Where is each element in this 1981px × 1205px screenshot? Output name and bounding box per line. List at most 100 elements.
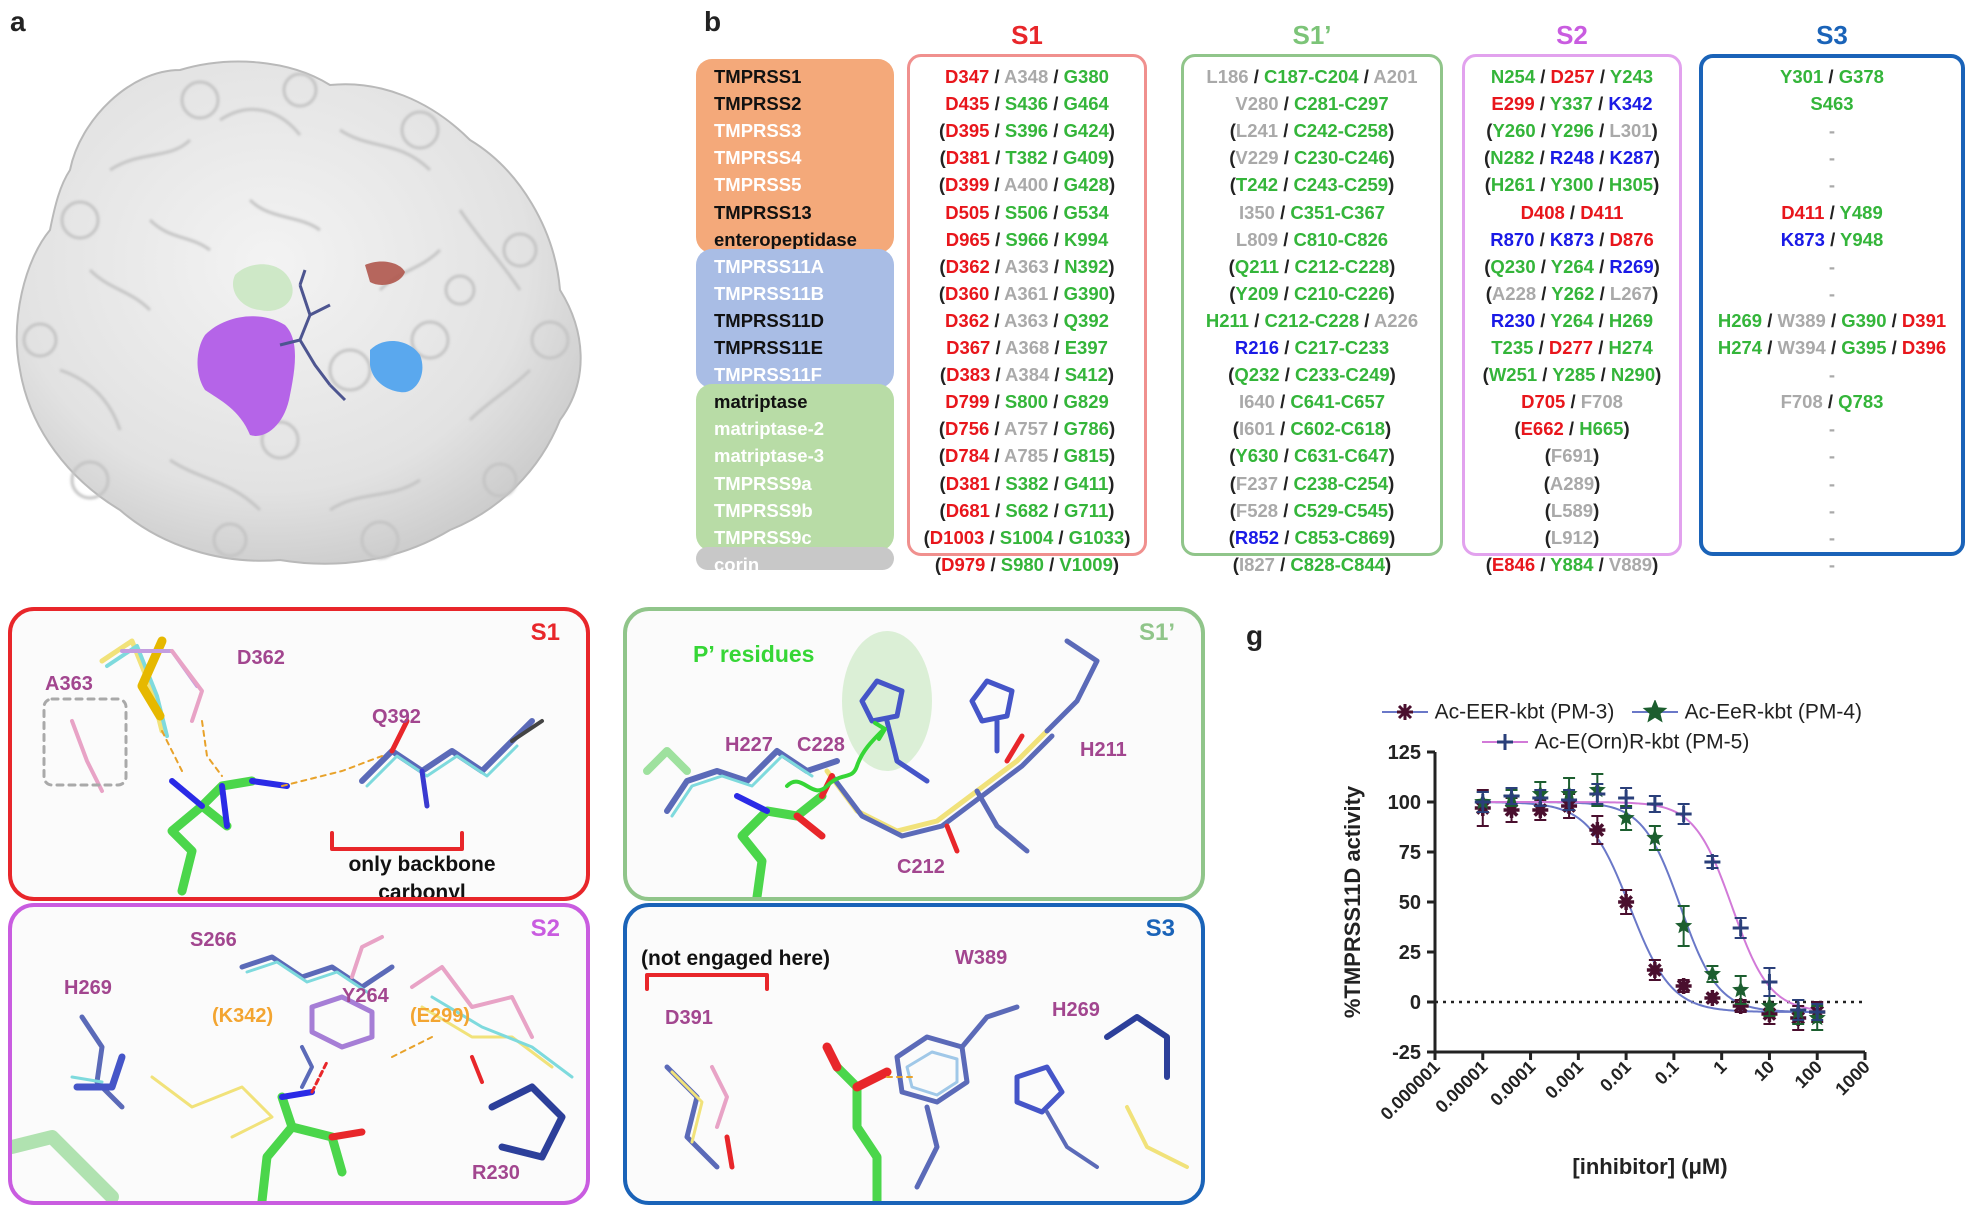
s3-pocket <box>370 340 423 393</box>
family-group-2 <box>696 248 894 389</box>
residue: A289 <box>1549 472 1595 494</box>
separator: ) <box>1593 445 1600 467</box>
separator: ( <box>1229 445 1236 467</box>
residue-row: D435 / S436 / G464 <box>907 90 1147 117</box>
residue: A363 <box>1004 255 1049 277</box>
data-point <box>1704 854 1721 870</box>
data-point <box>1618 894 1635 910</box>
separator: / <box>989 391 1005 413</box>
residue-row: (Y630 / C631-C647) <box>1181 442 1443 469</box>
residue: - <box>1828 553 1836 575</box>
residue-row: - <box>1699 442 1965 469</box>
separator: / <box>1886 309 1902 331</box>
separator: / <box>1053 526 1069 548</box>
residue: R852 <box>1234 526 1280 548</box>
separator: / <box>1048 201 1064 223</box>
panel-d-box: S1’ P’ residues H227 C228 H211 C212 <box>623 607 1205 901</box>
separator: / <box>1048 499 1065 521</box>
residue: Y300 <box>1550 174 1594 196</box>
label-h269-f: H269 <box>1052 999 1100 1021</box>
residue: G424 <box>1063 120 1109 142</box>
separator: / <box>1565 391 1581 413</box>
separator: / <box>1593 120 1610 142</box>
data-point <box>1732 920 1749 936</box>
data-point <box>1532 790 1549 806</box>
residue-row: L809 / C810-C826 <box>1181 226 1443 253</box>
residue: D362 <box>945 255 990 277</box>
x-axis-label: [inhibitor] (μM) <box>1572 1154 1727 1179</box>
separator: / <box>1593 553 1609 575</box>
residue-row: D705 / F708 <box>1462 388 1682 415</box>
residue: R216 <box>1234 337 1280 358</box>
residue: C828-C844 <box>1290 553 1386 575</box>
separator: / <box>1274 553 1291 575</box>
residue: G380 <box>1063 66 1109 87</box>
data-point <box>1532 802 1549 818</box>
separator: ( <box>1543 472 1550 494</box>
y-tick-label: 100 <box>1388 792 1421 814</box>
residue-row: (D681 / S682 / G711) <box>907 497 1147 524</box>
residue-row: D965 / S966 / K994 <box>907 226 1147 253</box>
family-member: TMPRSS3 <box>714 120 802 142</box>
separator: ) <box>1388 472 1395 494</box>
data-point <box>1732 998 1749 1014</box>
x-tick-label: 0.0001 <box>1486 1057 1539 1110</box>
residue-row: (D395 / S396 / G424) <box>907 117 1147 144</box>
separator: / <box>1048 418 1064 440</box>
data-point <box>1703 965 1721 982</box>
residue: Y243 <box>1609 66 1654 87</box>
separator: / <box>1049 337 1065 358</box>
separator: ( <box>1232 553 1239 575</box>
residue-row: - <box>1699 280 1965 307</box>
residue-row: I350 / C351-C367 <box>1181 199 1443 226</box>
residue: E299 <box>1491 93 1535 115</box>
residue: C853-C869 <box>1294 526 1390 548</box>
separator: / <box>1279 255 1295 277</box>
separator: ) <box>1653 147 1660 169</box>
separator: / <box>989 499 1006 521</box>
s2-column-box <box>1462 54 1682 556</box>
residue-row: - <box>1699 551 1965 578</box>
s3-column-box <box>1699 54 1965 556</box>
separator: ) <box>1385 418 1392 440</box>
residue-row: - <box>1699 524 1965 551</box>
label-q392: Q392 <box>372 706 421 728</box>
separator: / <box>990 337 1006 358</box>
chart-legend: Ac-EER-kbt (PM-3) Ac-EeR-kbt (PM-4) Ac-E… <box>1380 699 1940 770</box>
separator: / <box>1594 228 1610 250</box>
separator: ) <box>1108 445 1116 467</box>
separator: / <box>989 445 1005 467</box>
data-point <box>1646 962 1663 978</box>
residue-row: (R852 / C853-C869) <box>1181 524 1443 551</box>
residue: A226 <box>1373 309 1419 331</box>
label-y264: Y264 <box>342 985 389 1007</box>
separator: ( <box>923 526 930 548</box>
residue: E846 <box>1491 553 1536 575</box>
separator: / <box>1047 147 1063 169</box>
residue-row: D411 / Y489 <box>1699 199 1965 226</box>
data-point <box>1761 974 1778 990</box>
separator: ) <box>1108 120 1115 142</box>
legend-label: Ac-EER-kbt (PM-3) <box>1430 700 1615 724</box>
residue: A363 <box>1004 309 1049 331</box>
separator: / <box>1043 553 1060 575</box>
separator: ( <box>1228 364 1235 386</box>
data-point <box>1790 1002 1807 1018</box>
residue-row: - <box>1699 470 1965 497</box>
separator: ) <box>1107 364 1115 386</box>
separator: / <box>1278 120 1294 142</box>
residue: K873 <box>1780 228 1825 250</box>
separator: ) <box>1108 174 1116 196</box>
panel-f-box: S3 (not engaged here) D391 W389 H269 <box>623 903 1205 1205</box>
x-tick-label: 0.001 <box>1541 1057 1587 1103</box>
legend-swatch <box>1382 704 1428 721</box>
residue-row: (F528 / C529-C545) <box>1181 497 1443 524</box>
separator: / <box>1048 282 1064 304</box>
residue-row: (D784 / A785 / G815) <box>907 442 1147 469</box>
residue: G829 <box>1063 391 1109 413</box>
separator: / <box>1535 255 1551 277</box>
separator: / <box>1274 418 1291 440</box>
separator: ) <box>1388 120 1395 142</box>
separator: / <box>1593 337 1609 358</box>
